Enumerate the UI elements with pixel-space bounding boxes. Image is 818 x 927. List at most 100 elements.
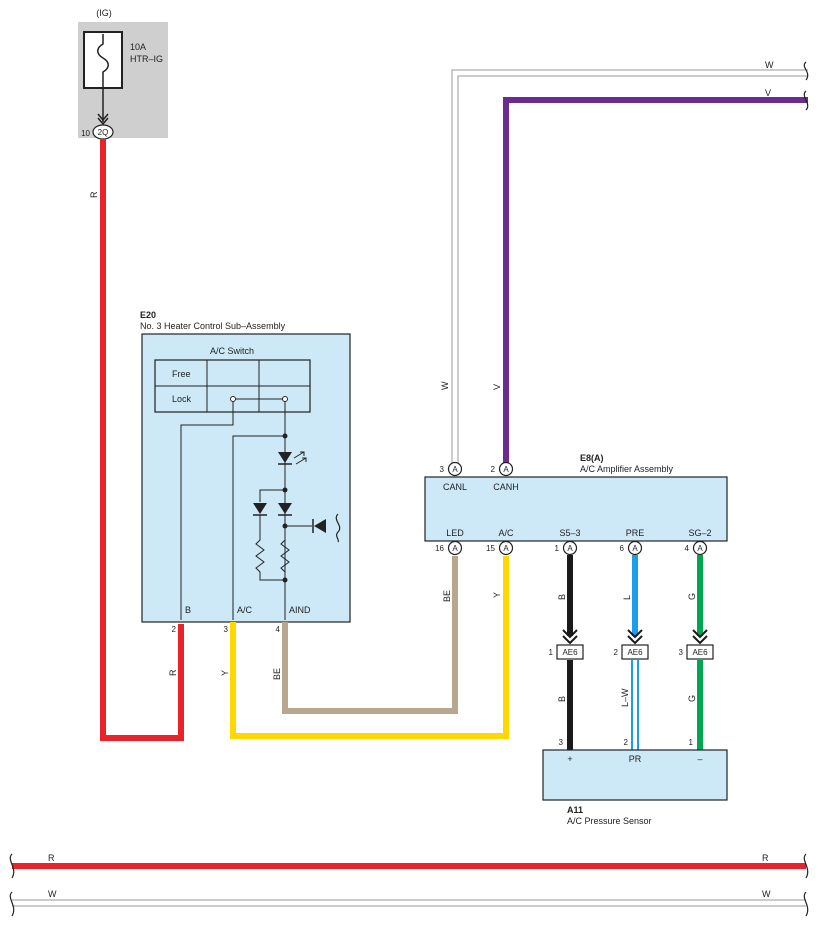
e20-b-wire-label: R <box>168 669 178 676</box>
e20-pin-num-aind: 4 <box>276 625 281 634</box>
e20-code: E20 <box>140 310 156 320</box>
amp-sg-wire-label: G <box>687 593 697 600</box>
e8-pin-canl <box>447 461 463 477</box>
e8-bottom-pin-sg: SG–2 A 4 <box>685 528 712 556</box>
top-v-break-icon <box>803 90 809 111</box>
a11-box <box>542 749 728 801</box>
a11-sensor: 3 2 1 + PR – A11 A/C Pressure Sensor <box>542 738 728 826</box>
svg-text:A: A <box>452 465 458 474</box>
canh-wire <box>503 97 808 475</box>
e20-ac-wire-label: Y <box>220 670 230 676</box>
e8-pin-canh <box>498 461 514 477</box>
svg-text:–: – <box>697 754 702 764</box>
svg-text:A: A <box>567 544 573 553</box>
e20-module: E20 No. 3 Heater Control Sub–Assembly A/… <box>140 310 351 634</box>
svg-text:16: 16 <box>435 544 444 553</box>
sensor-minus-wire-label: G <box>687 695 697 702</box>
fuse-pin-number: 10 <box>81 129 90 138</box>
ae6-arrow-icon <box>627 629 643 645</box>
fuse-element-icon <box>97 34 109 88</box>
e20-ac-trace <box>232 401 286 620</box>
svg-text:2: 2 <box>491 465 496 474</box>
bus-r-break-left-icon <box>9 853 15 879</box>
bus-r-break-right-icon <box>803 853 809 879</box>
e8-box <box>424 476 728 542</box>
a11-title: A/C Pressure Sensor <box>567 816 652 826</box>
e8-bottom-pin-s5: S5–3 A 1 <box>555 528 581 556</box>
switch-contact-a <box>230 396 236 402</box>
fuse-to-e20-wire <box>100 139 184 741</box>
light-sensor-icon <box>335 513 341 543</box>
e20-pin-label-b: B <box>185 605 191 615</box>
svg-text:AE6: AE6 <box>627 648 643 657</box>
a11-code: A11 <box>567 805 583 815</box>
e20-title: No. 3 Heater Control Sub–Assembly <box>140 321 286 331</box>
e8-bottom-pin-pre: PRE A 6 <box>620 528 645 556</box>
svg-text:PR: PR <box>629 754 642 764</box>
switch-row-lock: Lock <box>172 394 192 404</box>
e20-box <box>141 333 351 623</box>
svg-text:A: A <box>503 465 509 474</box>
indicator-led-icon <box>278 452 292 463</box>
e20-to-amp-wires: Y BE BE Y <box>220 556 509 739</box>
diode-left-icon <box>253 503 267 514</box>
ae6-arrow-icon <box>692 629 708 645</box>
svg-text:4: 4 <box>685 544 690 553</box>
e20-pin-num-b: 2 <box>172 625 177 634</box>
svg-text:3: 3 <box>559 738 564 747</box>
svg-text:1: 1 <box>689 738 694 747</box>
e8-bottom-pin-ac: A/C A 15 <box>486 528 514 556</box>
resistor-left-icon <box>255 515 285 581</box>
svg-text:R: R <box>762 853 769 863</box>
svg-text:1: 1 <box>549 648 554 657</box>
top-can-wires: W V W V <box>440 60 809 475</box>
ae6-arrow-icon <box>562 629 578 645</box>
svg-text:+: + <box>567 754 572 764</box>
sensor-wires: AE6 1 AE6 2 AE6 3 B L G B L–W G <box>549 555 714 750</box>
svg-text:AE6: AE6 <box>562 648 578 657</box>
svg-text:W: W <box>762 889 771 899</box>
svg-text:LED: LED <box>446 528 464 538</box>
led-wire <box>282 556 458 714</box>
svg-text:AE6: AE6 <box>692 648 708 657</box>
switch-row-free: Free <box>172 369 191 379</box>
canl-wire-inner <box>457 75 808 475</box>
e8-module: E8(A) A/C Amplifier Assembly A 3 CANL A … <box>424 453 728 556</box>
switch-contact-b <box>282 396 288 402</box>
canl-wire-label: W <box>440 381 450 390</box>
svg-text:3: 3 <box>440 465 445 474</box>
e8-bottom-pin-led: LED A 16 <box>435 528 464 556</box>
svg-text:A: A <box>697 544 703 553</box>
connector-arrow-icon <box>97 113 109 126</box>
amp-pre-wire-label: L <box>622 595 632 600</box>
e20-pin-label-aind: AIND <box>289 605 311 615</box>
svg-text:3: 3 <box>679 648 684 657</box>
svg-text:2: 2 <box>624 738 629 747</box>
e20-aind-wire-label: BE <box>272 668 282 680</box>
bus-w-break-left-icon <box>9 891 15 917</box>
e8-code: E8(A) <box>580 453 604 463</box>
sensor-pr-wire-label: L–W <box>620 688 630 707</box>
resistor-right-icon <box>280 515 290 580</box>
svg-text:PRE: PRE <box>626 528 645 538</box>
r-wire-route: R R <box>89 139 184 741</box>
amp-led-wire-label: BE <box>442 590 452 602</box>
top-w-break-icon <box>803 61 809 81</box>
ac-wire <box>230 556 509 739</box>
svg-text:A: A <box>632 544 638 553</box>
svg-text:CANL: CANL <box>443 482 467 492</box>
amp-s5-wire-label: B <box>557 594 567 600</box>
svg-text:A: A <box>503 544 509 553</box>
top-w-label: W <box>765 60 774 70</box>
fuse-connector-label: 2Q <box>98 128 109 137</box>
svg-text:2: 2 <box>614 648 619 657</box>
fuse-block: (IG) 10A HTR–IG 10 2Q <box>78 8 168 140</box>
bus-w-break-right-icon <box>803 891 809 917</box>
canh-wire-label: V <box>492 384 502 390</box>
bottom-bus: R R W W <box>9 853 809 917</box>
svg-text:15: 15 <box>486 544 495 553</box>
e20-pin-num-ac: 3 <box>224 625 229 634</box>
e20-pin-label-ac: A/C <box>237 605 253 615</box>
svg-text:W: W <box>48 889 57 899</box>
